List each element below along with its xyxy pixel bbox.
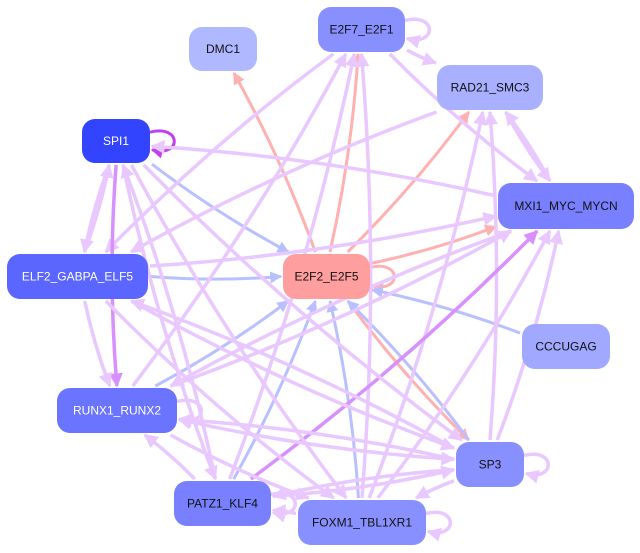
node-box — [498, 183, 634, 229]
edge-elf2-gabpa-elf5-to-e2f2-e2f5 — [149, 271, 283, 284]
edge-sp3-to-rad21-smc3 — [484, 110, 499, 441]
node-label: ELF2_GABPA_ELF5 — [22, 270, 133, 284]
edge-layer — [80, 17, 563, 542]
node-box — [283, 254, 370, 299]
edge-elf2-gabpa-elf5-to-foxm1-tbl1xr1 — [104, 299, 335, 500]
edge-e2f2-e2f5-to-rad21-smc3 — [346, 111, 471, 254]
edge-spi1-to-patz1-klf4 — [121, 164, 218, 481]
edge-e2f7-e2f1-to-elf2-gabpa-elf5 — [104, 52, 335, 254]
node-rad21-smc3[interactable]: RAD21_SMC3 — [437, 65, 543, 110]
node-label: CCCUGAG — [535, 340, 596, 354]
edge-sp3-to-e2f2-e2f5 — [346, 299, 470, 441]
node-label: E2F7_E2F1 — [329, 23, 393, 37]
node-box — [522, 324, 610, 369]
node-mxi1-myc-mycn[interactable]: MXI1_MYC_MYCN — [498, 183, 634, 229]
edge-rad21-smc3-to-mxi1-myc-mycn — [504, 111, 552, 183]
node-label: MXI1_MYC_MYCN — [514, 199, 617, 213]
node-label: SP3 — [479, 458, 502, 472]
node-e2f7-e2f1[interactable]: E2F7_E2F1 — [318, 7, 405, 52]
edge-e2f2-e2f5-to-dmc1 — [232, 71, 317, 253]
node-label: FOXM1_TBL1XR1 — [312, 516, 412, 530]
node-box — [174, 481, 271, 526]
edge-mxi1-myc-mycn-to-runx1-runx2 — [169, 229, 512, 388]
node-cccugag[interactable]: CCCUGAG — [522, 324, 610, 369]
edge-sp3-to-foxm1-tbl1xr1 — [414, 479, 455, 500]
node-layer: DMC1 E2F7_E2F1RAD21_SMC3SPI1MXI1_MYC_MYCN… — [7, 7, 634, 545]
edge-patz1-klf4-to-sp3 — [272, 465, 456, 498]
edge-e2f7-e2f1-to-e2f7-e2f1 — [404, 17, 431, 49]
node-foxm1-tbl1xr1[interactable]: FOXM1_TBL1XR1 — [298, 500, 426, 545]
edge-patz1-klf4-to-mxi1-myc-mycn — [249, 229, 539, 481]
edge-runx1-runx2-to-sp3 — [178, 417, 456, 466]
edge-foxm1-tbl1xr1-to-patz1-klf4 — [271, 504, 297, 519]
edge-patz1-klf4-to-e2f2-e2f5 — [232, 299, 318, 480]
edge-elf2-gabpa-elf5-to-runx1-runx2 — [83, 300, 112, 388]
node-box — [456, 442, 524, 487]
node-box — [298, 500, 426, 545]
node-label: RUNX1_RUNX2 — [73, 404, 161, 418]
edge-foxm1-tbl1xr1-to-rad21-smc3 — [367, 110, 488, 499]
node-elf2-gabpa-elf5[interactable]: ELF2_GABPA_ELF5 — [7, 254, 148, 299]
edge-mxi1-myc-mycn-to-spi1 — [150, 140, 497, 198]
edge-sp3-to-elf2-gabpa-elf5 — [129, 298, 455, 450]
node-box — [437, 65, 543, 110]
edge-e2f7-e2f1-to-rad21-smc3 — [406, 48, 438, 66]
edge-e2f2-e2f5-to-e2f7-e2f1 — [328, 52, 364, 253]
node-label: RAD21_SMC3 — [451, 81, 530, 95]
node-e2f2-e2f5[interactable]: E2F2_E2F5 — [283, 254, 370, 299]
edge-spi1-to-e2f2-e2f5 — [151, 162, 290, 254]
edge-elf2-gabpa-elf5-to-mxi1-myc-mycn — [149, 212, 498, 268]
edge-sp3-to-sp3 — [523, 452, 550, 484]
node-label: SPI1 — [103, 134, 129, 148]
edge-runx1-runx2-to-e2f7-e2f1 — [131, 52, 348, 388]
node-label: PATZ1_KLF4 — [187, 497, 258, 511]
edge-foxm1-tbl1xr1-to-e2f7-e2f1 — [355, 52, 373, 499]
edge-e2f2-e2f5-to-sp3 — [346, 300, 470, 442]
node-label: E2F2_E2F5 — [294, 270, 358, 284]
node-sp3[interactable]: SP3 — [456, 442, 524, 487]
node-box — [57, 388, 177, 433]
node-box — [318, 7, 405, 52]
edge-spi1-to-foxm1-tbl1xr1 — [129, 164, 348, 500]
edge-runx1-runx2-to-mxi1-myc-mycn — [170, 229, 513, 388]
node-box — [7, 254, 148, 299]
node-box — [82, 119, 150, 163]
node-spi1[interactable]: SPI1 — [82, 119, 150, 163]
edge-foxm1-tbl1xr1-to-e2f2-e2f5 — [326, 299, 360, 499]
edge-elf2-gabpa-elf5-to-spi1 — [82, 163, 114, 253]
node-box — [189, 27, 257, 71]
node-runx1-runx2[interactable]: RUNX1_RUNX2 — [57, 388, 177, 433]
node-label: DMC1 — [206, 42, 240, 56]
edge-foxm1-tbl1xr1-to-mxi1-myc-mycn — [376, 229, 552, 500]
edge-e2f7-e2f1-to-mxi1-myc-mycn — [388, 52, 539, 183]
edge-sp3-to-patz1-klf4 — [271, 468, 455, 501]
edge-patz1-klf4-to-spi1 — [121, 163, 218, 480]
node-patz1-klf4[interactable]: PATZ1_KLF4 — [174, 481, 271, 526]
edge-spi1-to-sp3 — [142, 163, 463, 442]
node-dmc1[interactable]: DMC1 — [189, 27, 257, 71]
edge-sp3-to-runx1-runx2 — [177, 413, 455, 461]
edge-patz1-klf4-to-runx1-runx2 — [143, 433, 196, 481]
edge-e2f2-e2f5-to-mxi1-myc-mycn — [371, 224, 498, 265]
edge-foxm1-tbl1xr1-to-foxm1-tbl1xr1 — [425, 510, 452, 542]
edge-elf2-gabpa-elf5-to-sp3 — [130, 299, 456, 451]
